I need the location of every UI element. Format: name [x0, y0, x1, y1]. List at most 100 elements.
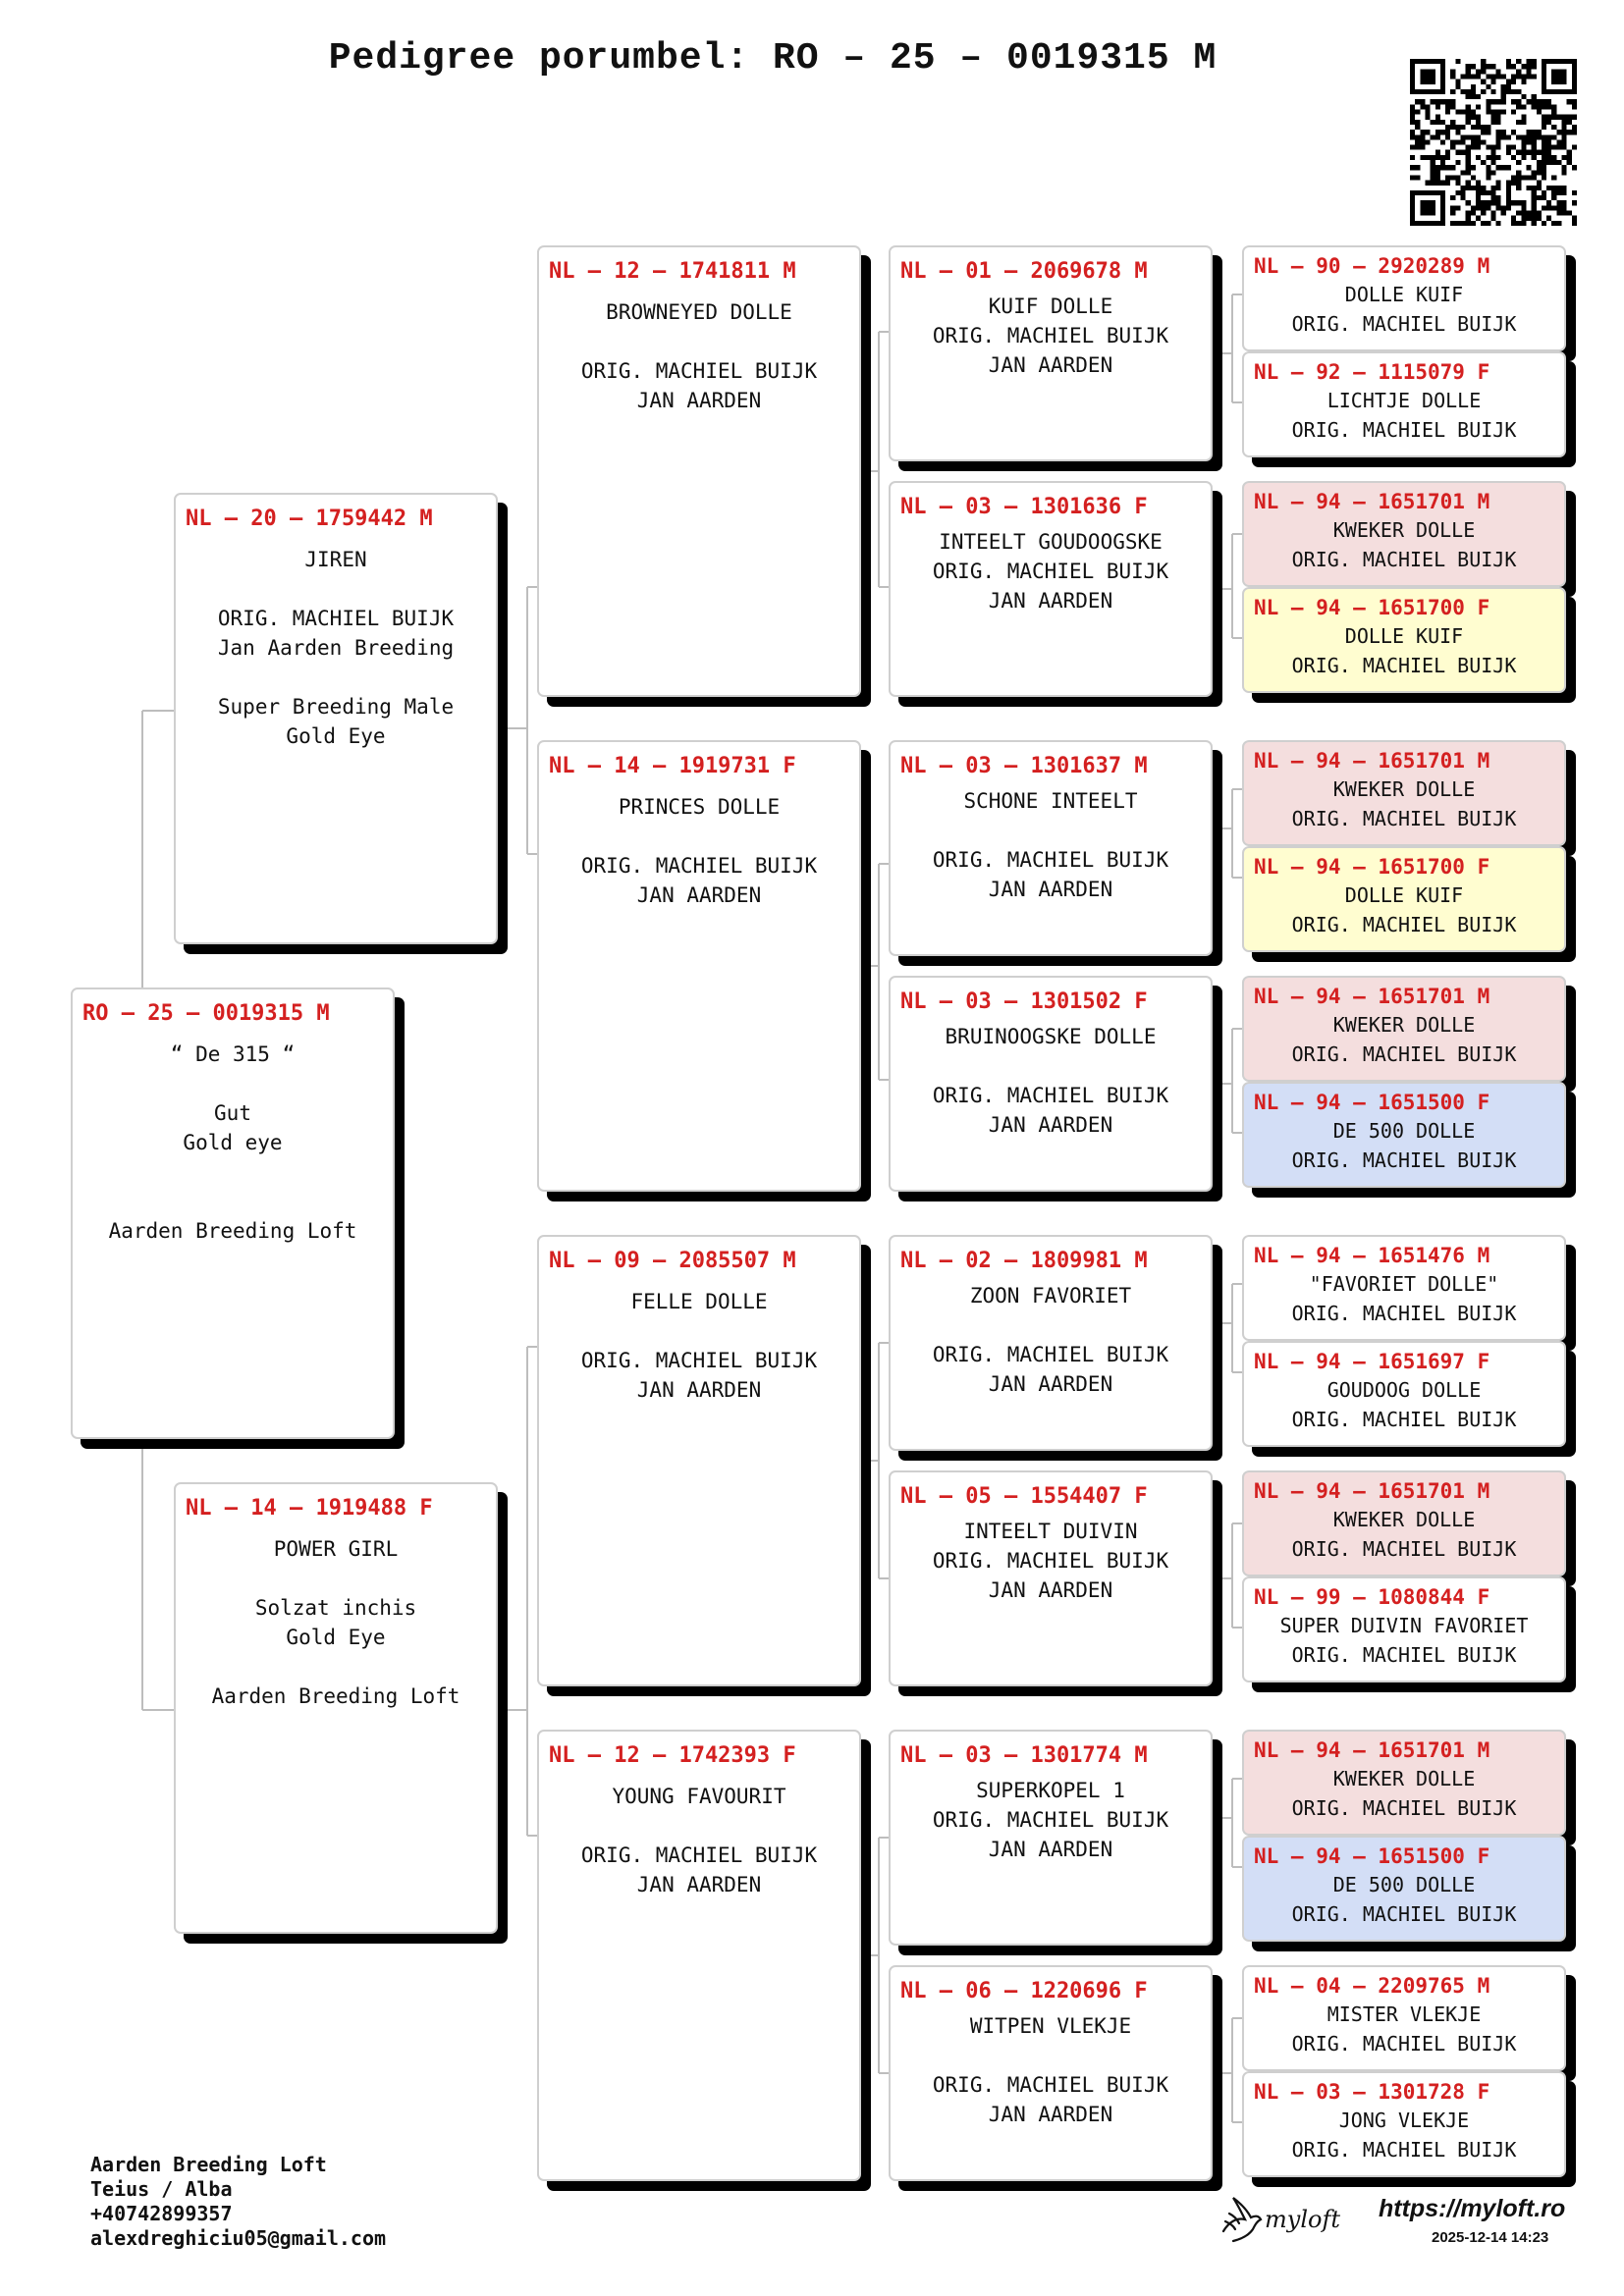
pigeon-details: INTEELT GOUDOOGSKE ORIG. MACHIEL BUIJK J… — [932, 530, 1169, 613]
connector-line — [1213, 1522, 1242, 1629]
great-great-grandparent-card[interactable]: NL – 94 – 1651476 M"FAVORIET DOLLE" ORIG… — [1242, 1235, 1566, 1341]
pigeon-details: BRUINOOGSKE DOLLE ORIG. MACHIEL BUIJK JA… — [932, 1025, 1169, 1137]
ring-number: NL – 92 – 1115079 F — [1254, 360, 1490, 384]
pigeon-details: JONG VLEKJE ORIG. MACHIEL BUIJK — [1291, 2109, 1517, 2162]
subject-card[interactable]: RO – 25 – 0019315 M “ De 315 “ Gut Gold … — [71, 988, 395, 1439]
grandparent-card[interactable]: NL – 12 – 1742393 F YOUNG FAVOURIT ORIG.… — [537, 1730, 861, 2181]
ring-number: NL – 94 – 1651701 M — [1254, 985, 1490, 1008]
ring-number: NL – 20 – 1759442 M — [186, 507, 433, 531]
ring-number: NL – 01 – 2069678 M — [900, 259, 1148, 284]
email-address[interactable]: alexdreghiciu05@gmail.com — [90, 2226, 387, 2250]
great-great-grandparent-card[interactable]: NL – 99 – 1080844 F SUPER DUIVIN FAVORIET… — [1242, 1576, 1566, 1682]
connector-line — [498, 586, 537, 855]
pigeon-details: SCHONE INTEELT ORIG. MACHIEL BUIJK JAN A… — [932, 789, 1169, 901]
pigeon-details: YOUNG FAVOURIT ORIG. MACHIEL BUIJK JAN A… — [580, 1785, 818, 1896]
sire-card[interactable]: NL – 20 – 1759442 M JIREN ORIG. MACHIEL … — [174, 493, 498, 944]
phone-number[interactable]: +40742899357 — [90, 2202, 233, 2225]
pigeon-details: SUPER DUIVIN FAVORIET ORIG. MACHIEL BUIJ… — [1279, 1614, 1529, 1667]
great-grandparent-card[interactable]: NL – 06 – 1220696 F WITPEN VLEKJE ORIG. … — [889, 1965, 1213, 2181]
pigeon-details: "FAVORIET DOLLE" ORIG. MACHIEL BUIJK — [1291, 1272, 1517, 1325]
ring-number: NL – 94 – 1651697 F — [1254, 1350, 1490, 1373]
ring-number: NL – 14 – 1919488 F — [186, 1496, 433, 1521]
connector-line — [1213, 1283, 1242, 1373]
breeder-contact: Aarden Breeding Loft Teius / Alba +40742… — [90, 2153, 386, 2251]
loft-name: Aarden Breeding Loft — [90, 2153, 327, 2176]
pigeon-details: GOUDOOG DOLLE ORIG. MACHIEL BUIJK — [1291, 1378, 1517, 1431]
pigeon-details: DE 500 DOLLE ORIG. MACHIEL BUIJK — [1291, 1873, 1517, 1926]
grandparent-card[interactable]: NL – 12 – 1741811 M BROWNEYED DOLLE ORIG… — [537, 245, 861, 697]
pigeon-details: “ De 315 “ Gut Gold eye Aarden Breeding … — [108, 1042, 357, 1243]
pigeon-details: DOLLE KUIF ORIG. MACHIEL BUIJK — [1291, 624, 1517, 677]
great-grandparent-card[interactable]: NL – 03 – 1301502 F BRUINOOGSKE DOLLE OR… — [889, 976, 1213, 1192]
great-grandparent-card[interactable]: NL – 05 – 1554407 F INTEELT DUIVIN ORIG.… — [889, 1470, 1213, 1686]
pigeon-details: KWEKER DOLLE ORIG. MACHIEL BUIJK — [1291, 1767, 1517, 1820]
dam-card[interactable]: NL – 14 – 1919488 F POWER GIRL Solzat in… — [174, 1482, 498, 1934]
pigeon-details: DE 500 DOLLE ORIG. MACHIEL BUIJK — [1291, 1119, 1517, 1172]
ring-number: NL – 99 – 1080844 F — [1254, 1585, 1490, 1609]
connector-line — [861, 863, 889, 1081]
great-grandparent-card[interactable]: NL – 01 – 2069678 M KUIF DOLLE ORIG. MAC… — [889, 245, 1213, 461]
connector-line — [1213, 1778, 1242, 1868]
ring-number: NL – 94 – 1651700 F — [1254, 855, 1490, 879]
pigeon-details: LICHTJE DOLLE ORIG. MACHIEL BUIJK — [1291, 389, 1517, 442]
great-great-grandparent-card[interactable]: NL – 94 – 1651701 M KWEKER DOLLE ORIG. MA… — [1242, 976, 1566, 1082]
pigeon-details: INTEELT DUIVIN ORIG. MACHIEL BUIJK JAN A… — [932, 1520, 1169, 1602]
great-great-grandparent-card[interactable]: NL – 94 – 1651697 F GOUDOOG DOLLE ORIG. M… — [1242, 1341, 1566, 1447]
great-grandparent-card[interactable]: NL – 02 – 1809981 M ZOON FAVORIET ORIG. … — [889, 1235, 1213, 1451]
connector-line — [1213, 1028, 1242, 1134]
pigeon-details: PRINCES DOLLE ORIG. MACHIEL BUIJK JAN AA… — [580, 795, 818, 907]
ring-number: NL – 94 – 1651500 F — [1254, 1844, 1490, 1868]
ring-number: NL – 94 – 1651701 M — [1254, 749, 1490, 773]
ring-number: NL – 09 – 2085507 M — [549, 1249, 796, 1273]
great-grandparent-card[interactable]: NL – 03 – 1301774 M SUPERKOPEL 1 ORIG. M… — [889, 1730, 1213, 1946]
ring-number: NL – 03 – 1301502 F — [900, 989, 1148, 1014]
great-great-grandparent-card[interactable]: NL – 94 – 1651700 F DOLLE KUIF ORIG. MACH… — [1242, 846, 1566, 952]
connector-line — [498, 1346, 537, 1837]
grandparent-card[interactable]: NL – 14 – 1919731 F PRINCES DOLLE ORIG. … — [537, 740, 861, 1192]
connector-line — [861, 331, 889, 588]
ring-number: NL – 06 – 1220696 F — [900, 1979, 1148, 2003]
pigeon-details: KWEKER DOLLE ORIG. MACHIEL BUIJK — [1291, 777, 1517, 830]
ring-number: RO – 25 – 0019315 M — [82, 1001, 330, 1026]
ring-number: NL – 03 – 1301636 F — [900, 495, 1148, 519]
ring-number: NL – 03 – 1301774 M — [900, 1743, 1148, 1768]
great-great-grandparent-card[interactable]: NL – 92 – 1115079 F LICHTJE DOLLE ORIG. M… — [1242, 351, 1566, 457]
pigeon-details: KWEKER DOLLE ORIG. MACHIEL BUIJK — [1291, 1508, 1517, 1561]
website-link[interactable]: https://myloft.ro — [1379, 2195, 1566, 2222]
ring-number: NL – 02 – 1809981 M — [900, 1249, 1148, 1273]
ring-number: NL – 90 – 2920289 M — [1254, 254, 1490, 278]
brand-wordmark: myloft — [1265, 2206, 1340, 2233]
great-grandparent-card[interactable]: NL – 03 – 1301637 M SCHONE INTEELT ORIG.… — [889, 740, 1213, 956]
pigeon-details: FELLE DOLLE ORIG. MACHIEL BUIJK JAN AARD… — [580, 1290, 818, 1402]
ring-number: NL – 12 – 1742393 F — [549, 1743, 796, 1768]
pigeon-details: JIREN ORIG. MACHIEL BUIJK Jan Aarden Bre… — [217, 548, 455, 748]
connector-line — [861, 1837, 889, 2074]
pigeon-details: BROWNEYED DOLLE ORIG. MACHIEL BUIJK JAN … — [580, 300, 818, 412]
loft-location: Teius / Alba — [90, 2177, 233, 2201]
great-great-grandparent-card[interactable]: NL – 94 – 1651500 F DE 500 DOLLE ORIG. MA… — [1242, 1836, 1566, 1942]
ring-number: NL – 04 – 2209765 M — [1254, 1974, 1490, 1998]
connector-line — [1213, 294, 1242, 403]
pigeon-details: POWER GIRL Solzat inchis Gold Eye Aarden… — [211, 1537, 460, 1708]
pigeon-details: KWEKER DOLLE ORIG. MACHIEL BUIJK — [1291, 1013, 1517, 1066]
ring-number: NL – 05 – 1554407 F — [900, 1484, 1148, 1509]
great-great-grandparent-card[interactable]: NL – 94 – 1651701 M KWEKER DOLLE ORIG. MA… — [1242, 740, 1566, 846]
qr-code — [1410, 59, 1577, 226]
pigeon-details: SUPERKOPEL 1 ORIG. MACHIEL BUIJK JAN AAR… — [932, 1779, 1169, 1861]
ring-number: NL – 14 – 1919731 F — [549, 754, 796, 778]
ring-number: NL – 03 – 1301637 M — [900, 754, 1148, 778]
pigeon-details: WITPEN VLEKJE ORIG. MACHIEL BUIJK JAN AA… — [932, 2014, 1169, 2126]
grandparent-card[interactable]: NL – 09 – 2085507 M FELLE DOLLE ORIG. MA… — [537, 1235, 861, 1686]
myloft-logo: myloft — [1221, 2197, 1340, 2243]
pigeon-details: DOLLE KUIF ORIG. MACHIEL BUIJK — [1291, 883, 1517, 936]
great-grandparent-card[interactable]: NL – 03 – 1301636 F INTEELT GOUDOOGSKE O… — [889, 481, 1213, 697]
